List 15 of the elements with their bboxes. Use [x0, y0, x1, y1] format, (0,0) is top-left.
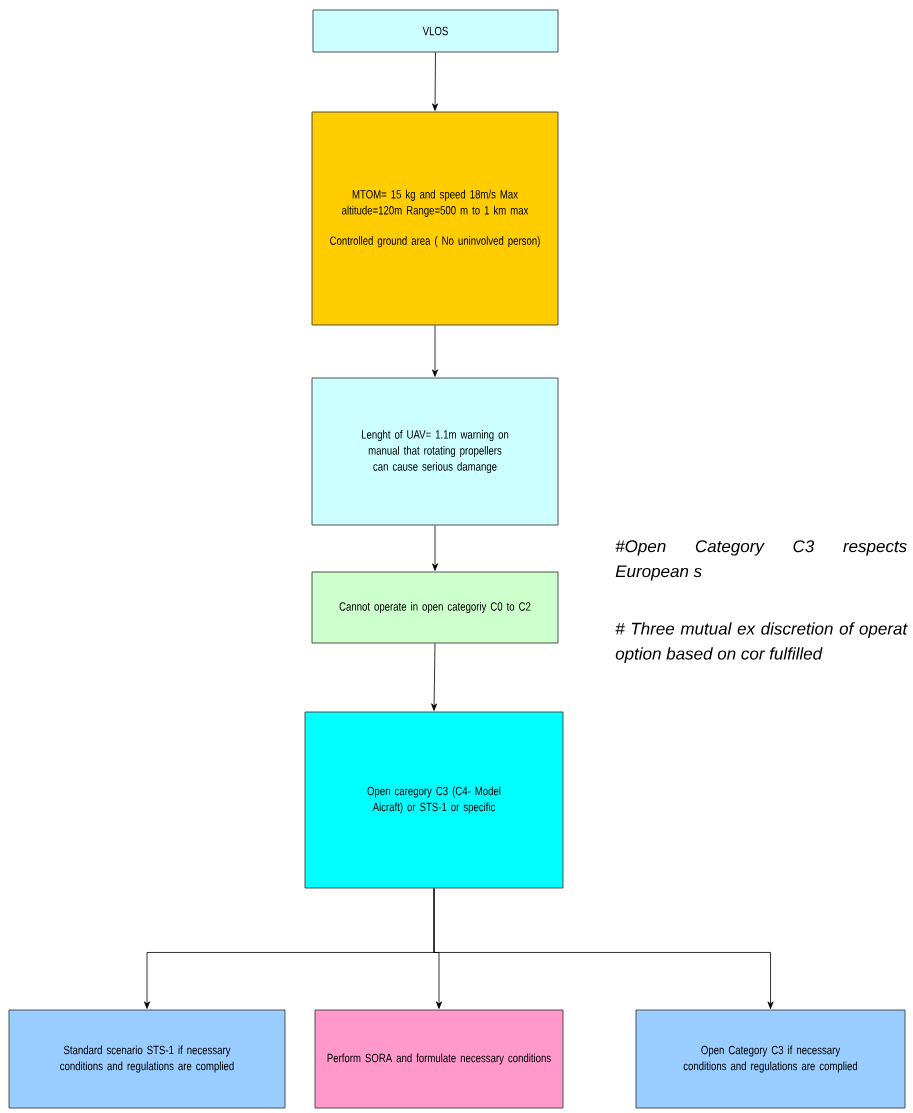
process-box: Cannot operate in open categoriy C0 to C2 — [311, 571, 559, 644]
process-box: MTOM= 15 kg and speed 18m/s Max altitude=120m Range=500 m to 1 km max Controlled ground area ( No uninvolved person) — [311, 111, 559, 326]
process-box: Open caregory C3 (C4- Model Aicraft) or STS-1 or specific — [304, 711, 564, 889]
process-box: Perform SORA and formulate necessary conditions — [314, 1009, 564, 1109]
process-box: VLOS — [312, 9, 559, 53]
arrow — [433, 888, 774, 1009]
process-box: Lenght of UAV= 1.1m warning on manual that rotating propellers can cause serious damange — [311, 377, 559, 526]
note-text: # Three mutual ex discretion of operat option based on cor fulfilled — [615, 622, 908, 664]
process-box: Standard scenario STS-1 if necessary conditions and regulations are complied — [8, 1009, 286, 1109]
arrow — [432, 325, 438, 377]
process-box: Open Category C3 if necessary conditions and regulations are complied — [635, 1009, 906, 1109]
arrow — [432, 52, 439, 111]
arrow — [431, 643, 438, 711]
arrow — [432, 525, 438, 571]
note-text: #Open Category C3 respects European s — [615, 540, 907, 581]
